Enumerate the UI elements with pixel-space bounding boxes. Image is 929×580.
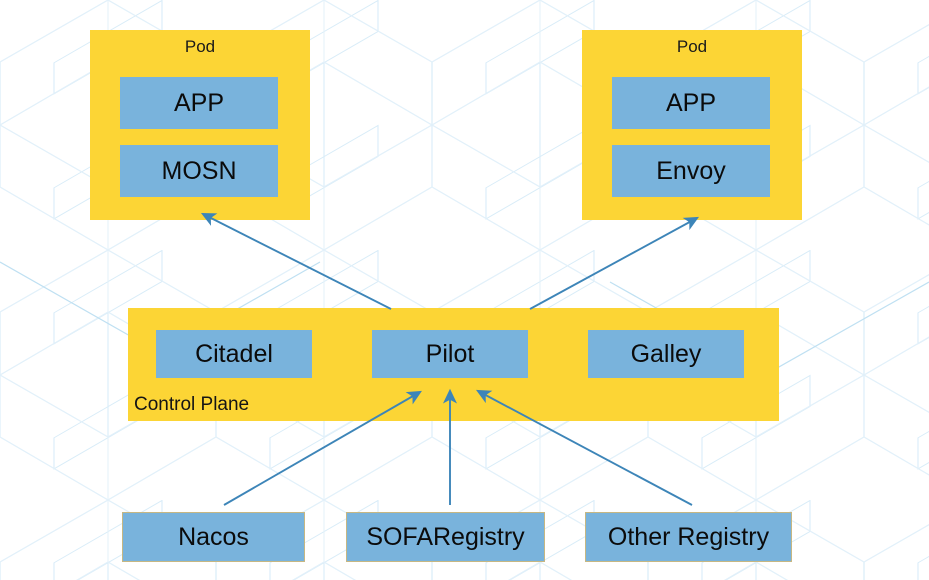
- control-plane-component-citadel[interactable]: Citadel: [156, 330, 312, 378]
- registry-nacos[interactable]: Nacos: [122, 512, 305, 562]
- pod-right-title: Pod: [676, 37, 708, 56]
- registry-sofaregistry[interactable]: SOFARegistry: [346, 512, 545, 562]
- pod-right-envoy-box[interactable]: Envoy: [612, 145, 770, 197]
- pod-left-title: Pod: [184, 37, 216, 56]
- control-plane-component-pilot[interactable]: Pilot: [372, 330, 528, 378]
- control-plane-label: Control Plane: [134, 394, 250, 415]
- pod-left-mosn-box[interactable]: MOSN: [120, 145, 278, 197]
- arrow-pilot-to-pod-left: [200, 212, 392, 310]
- arrow-pilot-to-pod-right: [529, 216, 700, 310]
- pod-right-app-box[interactable]: APP: [612, 77, 770, 129]
- pod-left-app-box[interactable]: APP: [120, 77, 278, 129]
- registry-other-registry[interactable]: Other Registry: [585, 512, 792, 562]
- control-plane-component-galley[interactable]: Galley: [588, 330, 744, 378]
